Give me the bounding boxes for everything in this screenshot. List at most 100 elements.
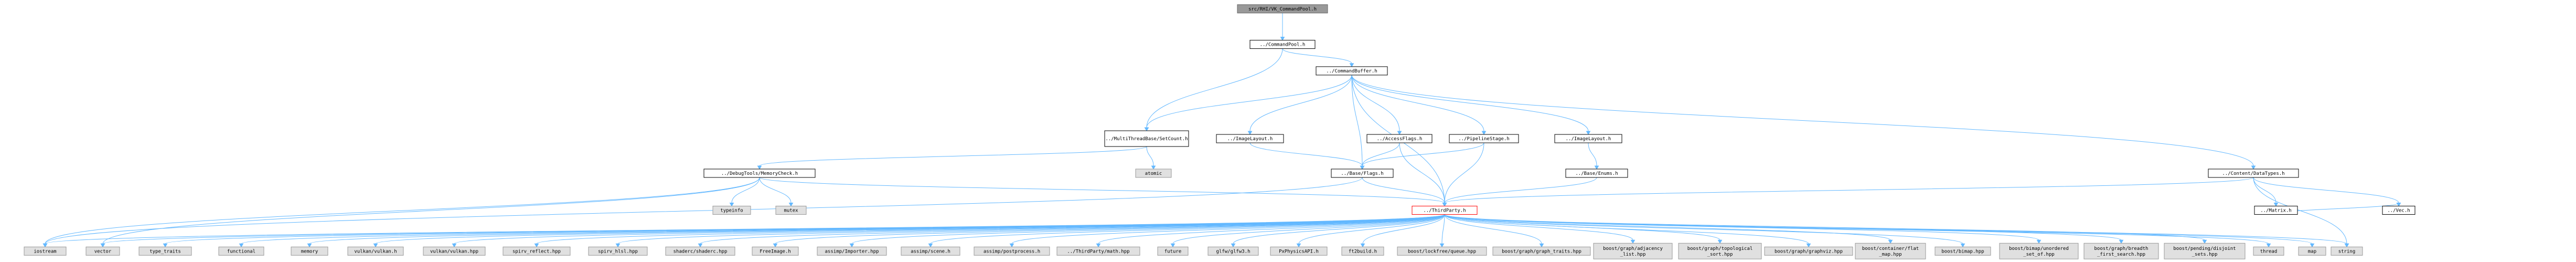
node-physx: PxPhysicsAPI.h xyxy=(1270,246,1328,256)
edge-arrowhead xyxy=(757,165,762,170)
edge-arrowhead xyxy=(1806,243,1811,248)
node-baseflags[interactable]: ../Base/Flags.h xyxy=(1331,169,1394,178)
node-label: ft2build.h xyxy=(1349,249,1377,254)
node-root[interactable]: src/RHI/VK_CommandPool.h xyxy=(1237,4,1328,14)
edge-arrowhead xyxy=(1397,131,1402,135)
edge-imagelayout2-to-baseenums xyxy=(1588,143,1599,170)
node-box xyxy=(138,246,192,256)
edge-cmdbuf-to-accessflags xyxy=(1351,75,1402,135)
node-future: future xyxy=(1157,246,1189,256)
node-box xyxy=(2164,243,2246,259)
edge-thirdparty-to-string xyxy=(1444,214,2349,248)
node-label: atomic xyxy=(1145,171,1162,176)
edge-thirdparty-to-physx xyxy=(1296,214,1445,248)
edge-accessflags-to-baseflags xyxy=(1360,142,1400,170)
node-accessflags[interactable]: ../AccessFlags.h xyxy=(1366,134,1433,143)
edge-line xyxy=(45,177,760,244)
edge-cmdbuf-to-multithread xyxy=(1144,75,1352,132)
node-box xyxy=(2331,246,2363,256)
node-imagelayout2[interactable]: ../ImageLayout.h xyxy=(1554,134,1622,143)
node-vecs[interactable]: ../Vec.h xyxy=(2382,205,2415,215)
node-box xyxy=(1449,134,1519,143)
edge-line xyxy=(1444,214,2269,244)
node-box xyxy=(1565,169,1628,178)
node-mutex: mutex xyxy=(775,205,807,215)
node-label: mutex xyxy=(784,208,798,213)
node-label: ../Matrix.h xyxy=(2260,208,2292,213)
edge-line xyxy=(536,214,1445,244)
node-pipelinestage[interactable]: ../PipelineStage.h xyxy=(1449,134,1519,143)
node-ftbuild: ft2build.h xyxy=(1341,246,1384,256)
node-thirdparty[interactable]: ../ThirdParty.h xyxy=(1412,205,1478,215)
edge-arrowhead xyxy=(1442,202,1447,207)
edge-thirdparty-to-ftbuild xyxy=(1360,214,1445,248)
node-box xyxy=(218,246,264,256)
edge-thirdparty-to-graph_traits xyxy=(1444,214,1544,248)
edge-line xyxy=(102,214,1445,244)
node-box xyxy=(775,205,807,215)
edge-arrowhead xyxy=(1960,243,1965,248)
edge-thirdparty-to-assimp_scene xyxy=(928,214,1445,248)
node-label: _sets.hpp xyxy=(2192,252,2218,257)
edge-arrowhead xyxy=(307,243,312,248)
edge-accessflags-to-thirdparty xyxy=(1399,143,1447,207)
edge-line xyxy=(1444,214,2205,240)
edge-cmdpool-to-cmdbuf xyxy=(1282,48,1354,67)
edge-line xyxy=(617,214,1445,244)
edge-line xyxy=(1444,214,2347,244)
node-matrix[interactable]: ../Matrix.h xyxy=(2254,205,2298,215)
node-label: ../Base/Flags.h xyxy=(1341,171,1383,176)
edge-line xyxy=(759,177,792,203)
node-label: ../Vec.h xyxy=(2387,208,2410,213)
node-label: boost/graph/breadth xyxy=(2094,246,2149,251)
node-spirv_hlsl: spirv_hlsl.hpp xyxy=(588,246,648,256)
node-label: ../ImageLayout.h xyxy=(1227,137,1273,142)
node-datatypes[interactable]: ../Content/DataTypes.h xyxy=(2208,169,2299,178)
node-memcheck[interactable]: ../DebugTools/MemoryCheck.h xyxy=(703,169,816,178)
node-cmdbuf[interactable]: ../CommandBuffer.h xyxy=(1316,66,1388,76)
node-label: src/RHI/VK_CommandPool.h xyxy=(1248,7,1317,12)
edge-line xyxy=(1146,75,1352,128)
edge-thirdparty-to-topological xyxy=(1444,214,1723,244)
edge-multithread-to-atomic xyxy=(1146,146,1156,170)
edge-arrowhead xyxy=(163,243,168,248)
node-box xyxy=(2254,205,2298,215)
node-freeimage: FreeImage.h xyxy=(752,246,799,256)
edge-thirdparty-to-spirv_reflect xyxy=(534,214,1445,248)
node-label: shaderc/shaderc.hpp xyxy=(674,249,728,254)
node-vulkan_hpp: vulkan/vulkan.hpp xyxy=(423,246,486,256)
edge-multithread-to-memcheck xyxy=(757,146,1147,170)
node-box xyxy=(1366,134,1433,143)
edge-arrowhead xyxy=(2251,165,2256,170)
node-spirv_reflect: spirv_reflect.hpp xyxy=(503,246,571,256)
node-box xyxy=(1216,134,1284,143)
node-assimp_post: assimp/postprocess.h xyxy=(974,246,1050,256)
edge-line xyxy=(1444,214,1542,244)
node-label: PxPhysicsAPI.h xyxy=(1279,249,1319,254)
edge-memcheck-to-typeinfo xyxy=(729,177,760,207)
node-cmdpool[interactable]: ../CommandPool.h xyxy=(1249,40,1316,49)
node-atomic: atomic xyxy=(1135,169,1172,178)
node-imagelayout[interactable]: ../ImageLayout.h xyxy=(1216,134,1284,143)
edge-arrowhead xyxy=(729,202,734,207)
edge-arrowhead xyxy=(2202,239,2207,244)
edge-line xyxy=(731,177,760,203)
edges-layer xyxy=(42,13,2401,248)
node-baseenums[interactable]: ../Base/Enums.h xyxy=(1565,169,1628,178)
node-label: ../PipelineStage.h xyxy=(1458,137,1510,142)
edge-thirdparty-to-adjacency xyxy=(1444,214,1636,244)
edge-arrowhead xyxy=(452,243,457,248)
edge-line xyxy=(1098,214,1445,244)
node-box xyxy=(1593,243,1673,259)
node-label: _sort.hpp xyxy=(1707,252,1733,257)
node-type_traits: type_traits xyxy=(138,246,192,256)
node-label: boost/graph/adjacency xyxy=(1603,246,1663,251)
node-label: _map.hpp xyxy=(1879,252,1901,257)
edge-line xyxy=(1172,214,1445,244)
node-label: future xyxy=(1164,249,1182,254)
edge-baseenums-to-thirdparty xyxy=(1442,177,1597,207)
node-shaderc: shaderc/shaderc.hpp xyxy=(665,246,735,256)
edge-arrowhead xyxy=(1349,63,1354,67)
node-label: boost/bimap/unordered xyxy=(2009,246,2069,251)
node-multithread[interactable]: ../MultiThreadBase/SetCount.h xyxy=(1104,130,1189,147)
